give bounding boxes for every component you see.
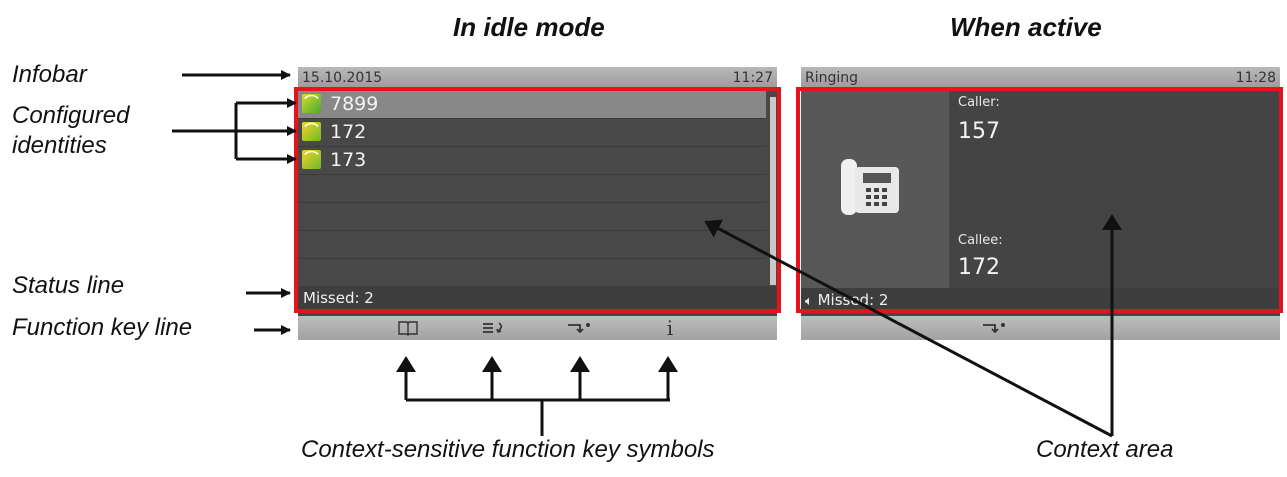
- context-right-panel: Caller: 157 Callee: 172: [950, 89, 1280, 289]
- label-function-key-line: Function key line: [12, 314, 193, 341]
- phone-handset-icon: ⌒: [302, 150, 321, 169]
- phone-handset-icon: ⌒: [302, 94, 321, 113]
- phone-handset-icon: ⌒: [302, 122, 321, 141]
- active-time: 11:28: [1235, 70, 1276, 86]
- identity-number: 173: [330, 149, 367, 171]
- context-left-panel: [801, 89, 949, 289]
- caller-label: Caller:: [958, 95, 1000, 110]
- arrow-context-idle: [704, 219, 1113, 438]
- book-icon[interactable]: [390, 316, 426, 340]
- heading-when-active: When active: [950, 12, 1102, 42]
- idle-time: 11:27: [732, 70, 773, 86]
- forward-icon[interactable]: [977, 316, 1013, 340]
- heading-idle-mode: In idle mode: [453, 12, 605, 42]
- callee-label: Callee:: [958, 233, 1003, 248]
- label-configured-line2: identities: [12, 132, 107, 159]
- empty-row: [298, 174, 766, 203]
- idle-function-key-line: i: [298, 316, 777, 340]
- identity-row[interactable]: ⌒ 173: [298, 146, 766, 175]
- idle-context-highlight: [294, 87, 781, 313]
- identity-row[interactable]: ⌒ 172: [298, 118, 766, 147]
- empty-row: [298, 230, 766, 259]
- active-screen: Ringing 11:28 Caller: 157 Callee: 172 🔈︎…: [801, 67, 1280, 340]
- idle-screen: 15.10.2015 11:27 ⌒ 7899 ⌒ 172 ⌒ 173 Miss…: [298, 67, 777, 340]
- ringing-text: Ringing: [805, 70, 859, 86]
- callee-value: 172: [958, 255, 1000, 280]
- idle-date: 15.10.2015: [302, 70, 383, 86]
- forward-icon[interactable]: [562, 316, 598, 340]
- info-icon[interactable]: i: [666, 316, 674, 340]
- idle-status-line: Missed: 2: [298, 286, 777, 310]
- active-infobar: Ringing 11:28: [801, 67, 1280, 89]
- desk-phone-icon: [841, 159, 899, 215]
- active-context-highlight: [796, 87, 1283, 313]
- caller-value: 157: [958, 119, 1000, 144]
- label-status-line: Status line: [12, 272, 125, 299]
- active-function-key-line: [801, 316, 1280, 340]
- idle-infobar: 15.10.2015 11:27: [298, 67, 777, 89]
- active-status-line: 🔈︎ Missed: 2: [801, 288, 1280, 312]
- empty-row: [298, 202, 766, 231]
- label-configured-identities: Configured identities: [12, 101, 129, 161]
- label-infobar: Infobar: [12, 61, 87, 88]
- identity-number: 172: [330, 121, 367, 143]
- speaker-icon: 🔈︎: [805, 294, 813, 309]
- label-function-key-symbols: Context-sensitive function key symbols: [301, 436, 715, 463]
- label-configured-line1: Configured: [12, 102, 130, 129]
- identity-number: 7899: [330, 93, 379, 115]
- scrollbar[interactable]: [770, 97, 776, 285]
- label-context-area: Context area: [1036, 436, 1174, 463]
- list-redial-icon[interactable]: [476, 316, 512, 340]
- identity-row[interactable]: ⌒ 7899: [298, 90, 766, 119]
